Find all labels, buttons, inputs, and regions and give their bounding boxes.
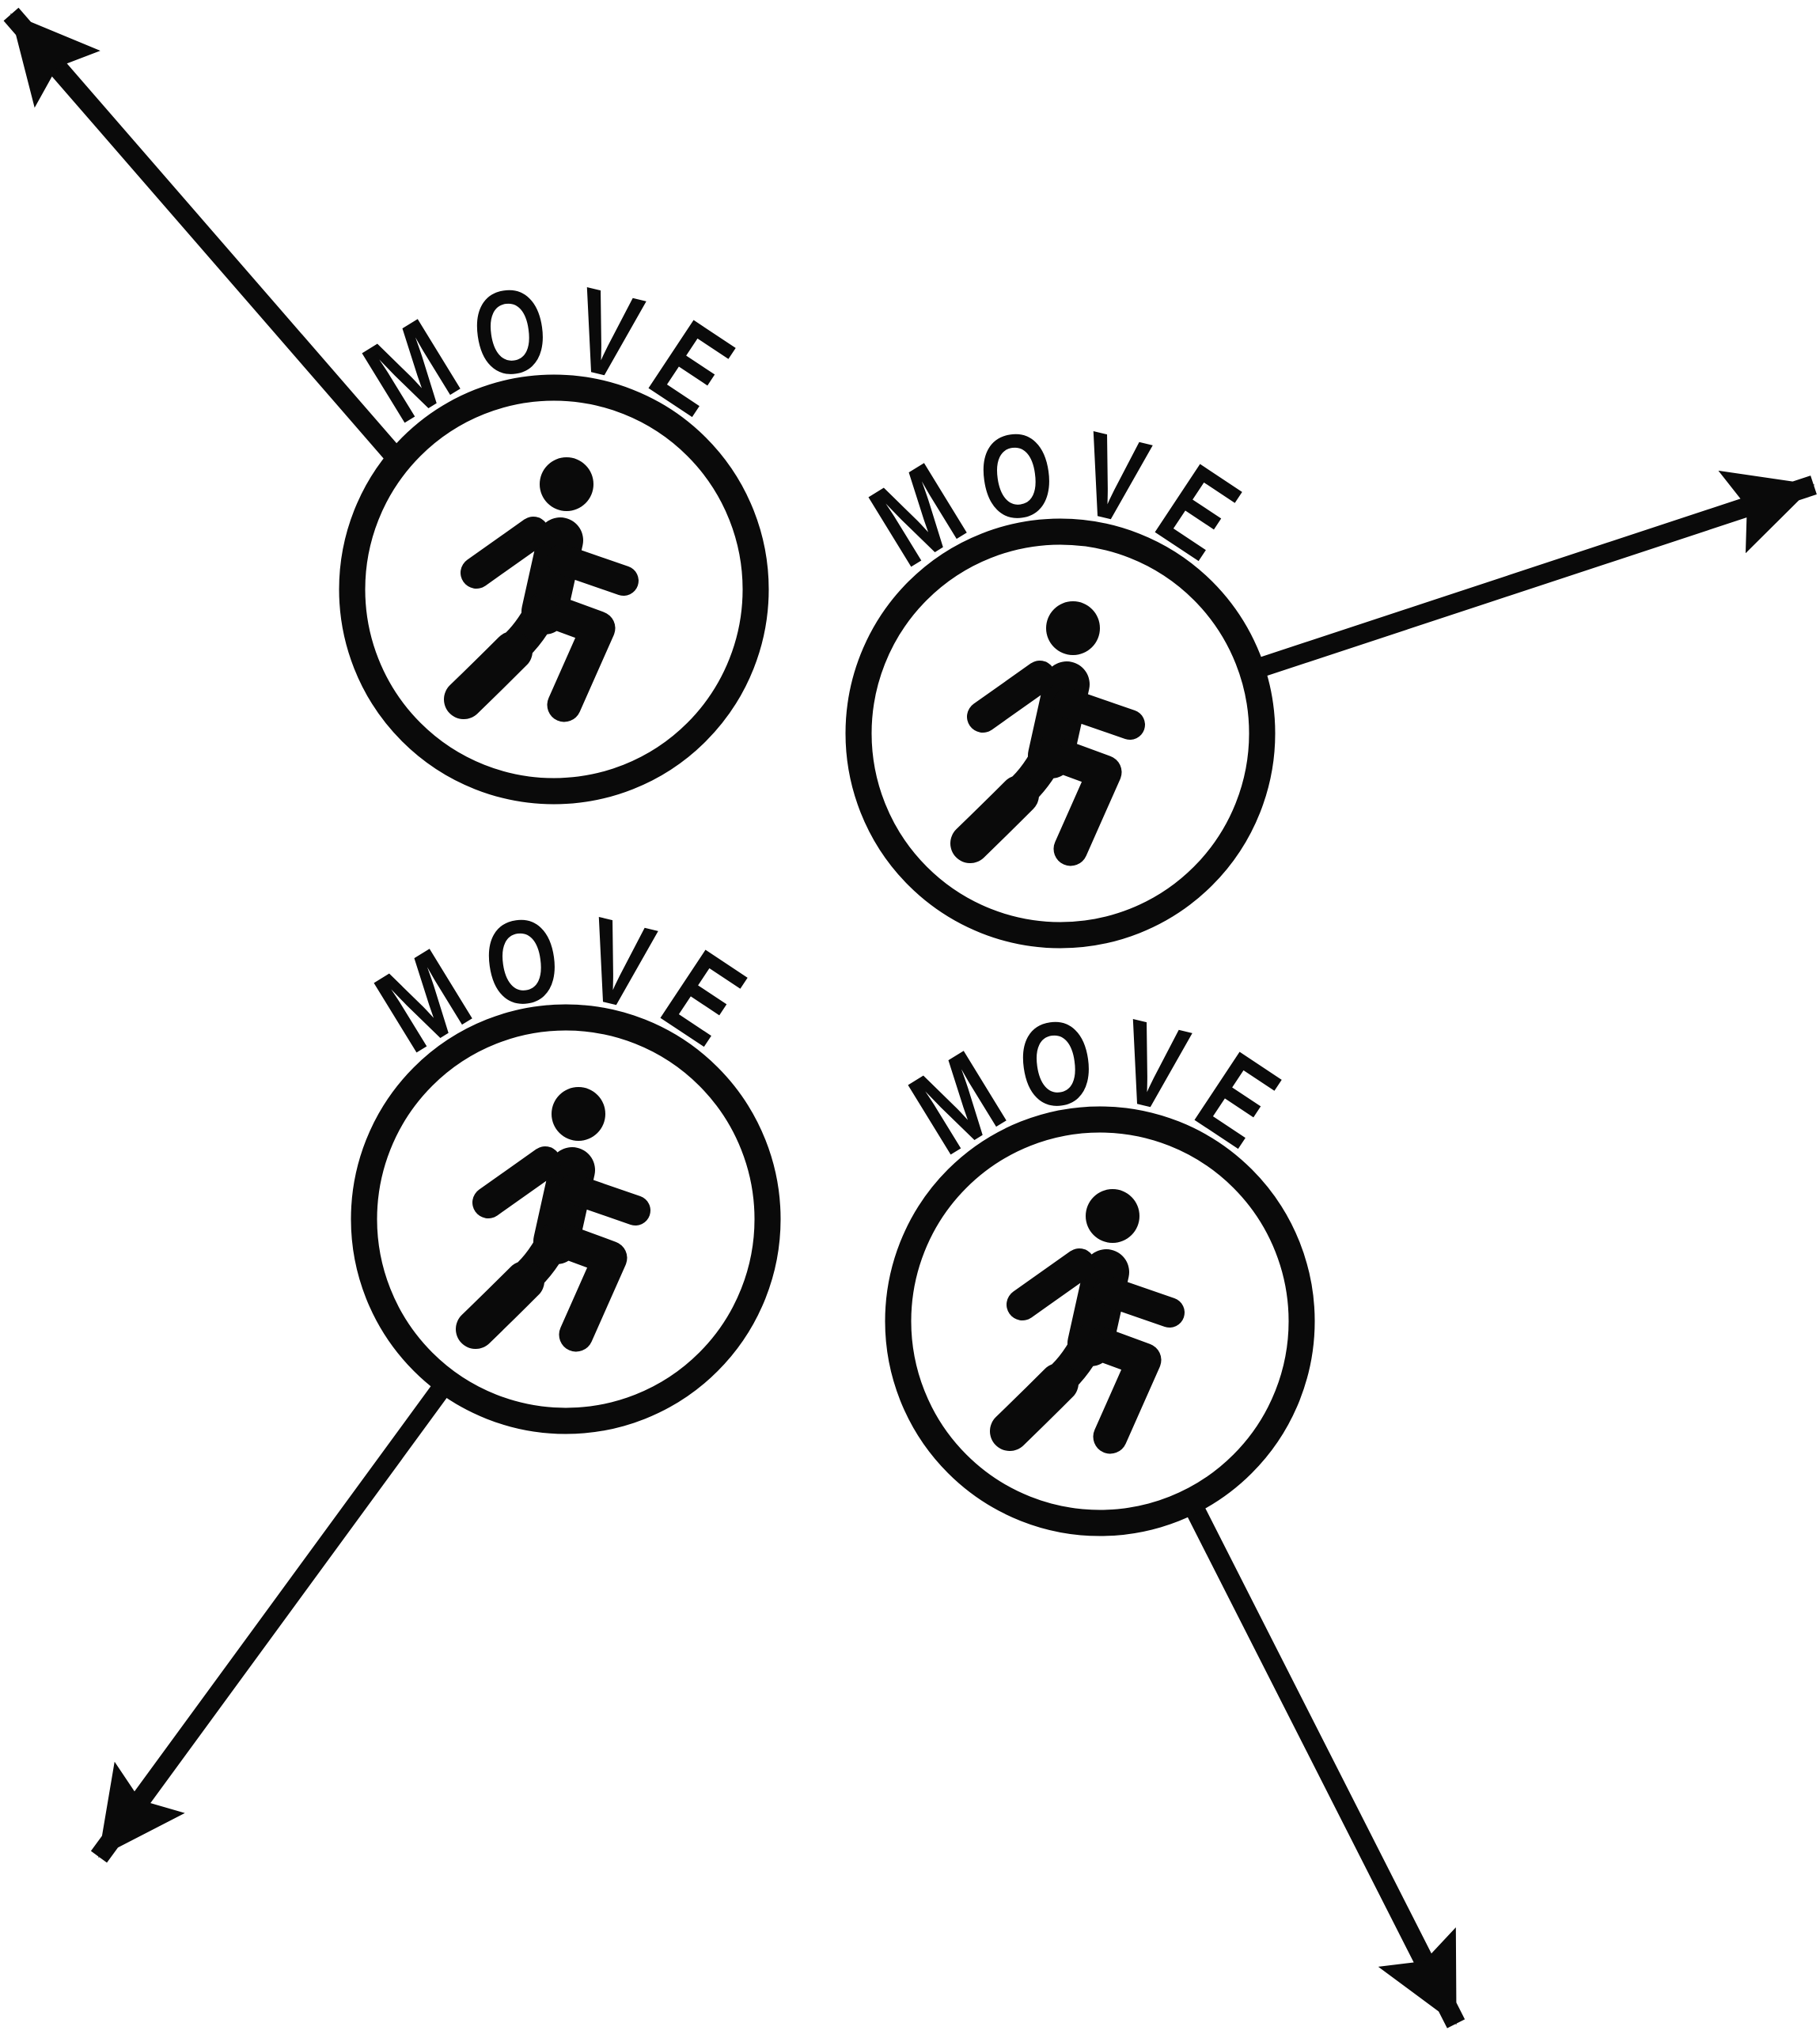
arrow-shaft (1184, 1502, 1465, 2029)
velocity-arrow-down-right (1184, 1502, 1465, 2029)
velocity-arrow-up-left (3, 7, 404, 464)
move-unit-bottom-right: MOVE (885, 991, 1315, 1536)
arrow-shaft (3, 7, 404, 464)
move-unit-top-right: MOVE (845, 403, 1276, 949)
velocity-arrow-right (1257, 470, 1817, 677)
move-unit-bottom-left: MOVE (351, 888, 781, 1434)
velocity-arrow-down-left (90, 1380, 452, 1863)
arrow-shaft (1257, 470, 1817, 677)
arrow-shaft (90, 1380, 452, 1863)
move-unit-top-left: MOVE (339, 259, 769, 805)
